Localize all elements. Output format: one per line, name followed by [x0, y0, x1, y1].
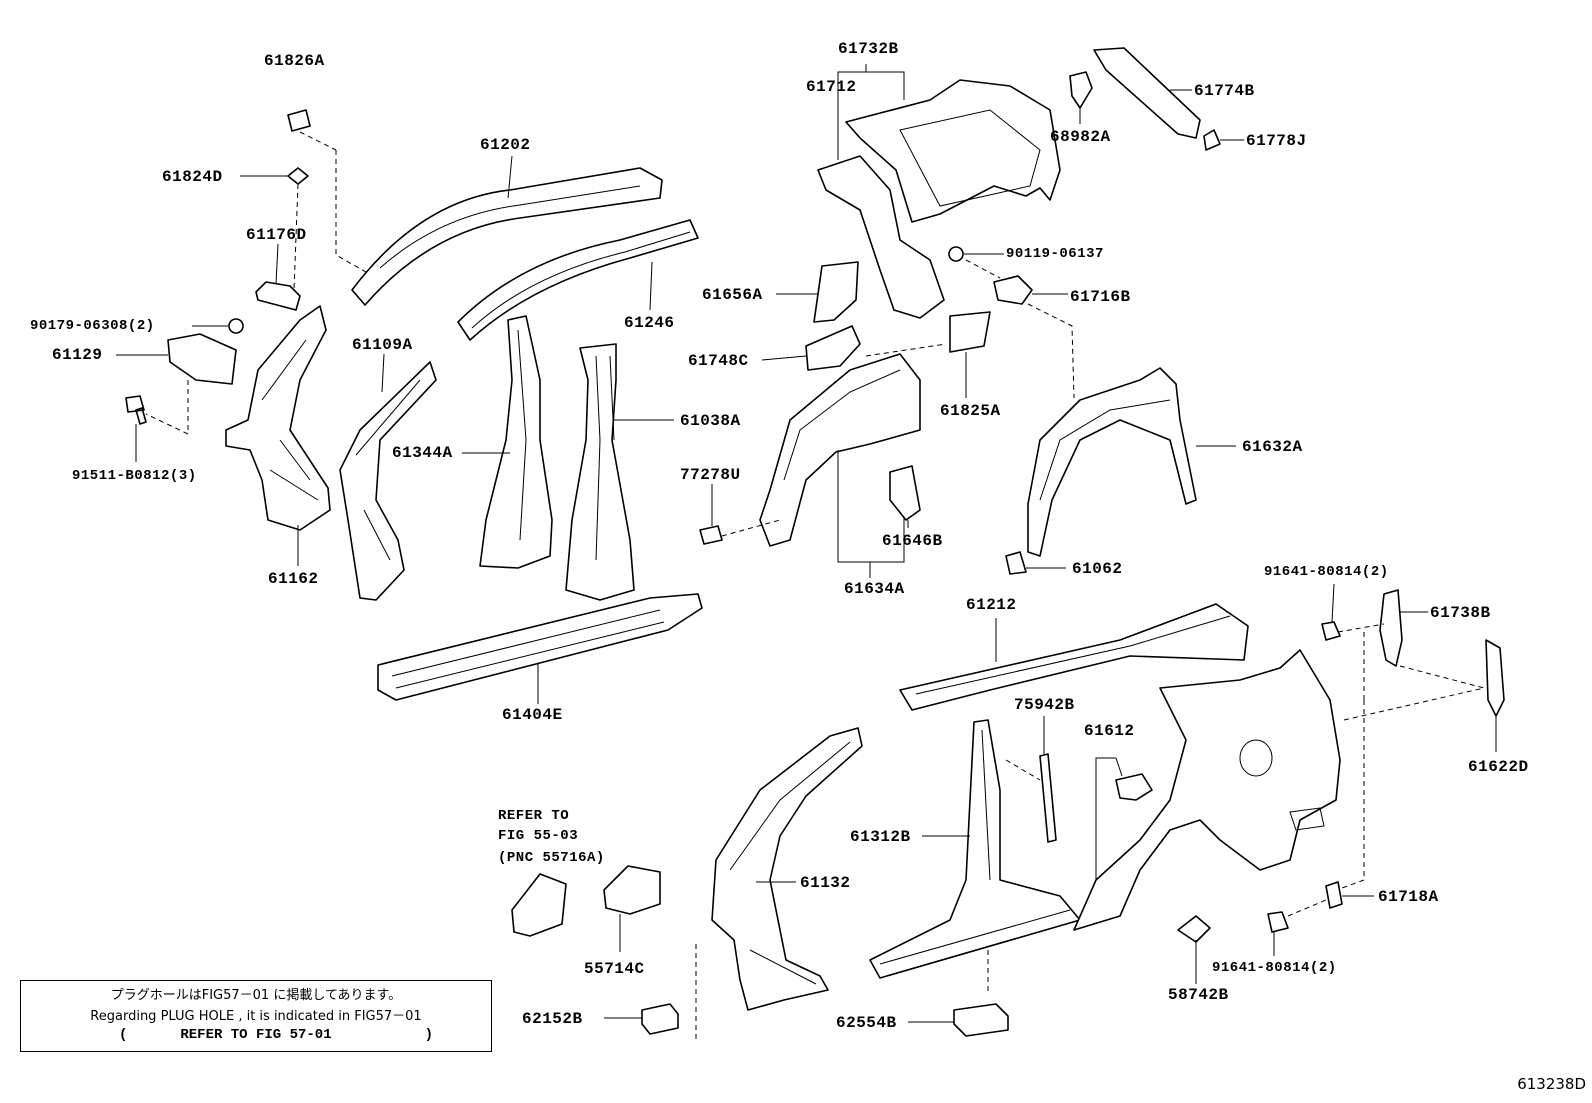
part-61202	[351, 167, 663, 306]
label-90179-06308: 90179-06308(2)	[30, 318, 155, 334]
label-75942B: 75942B	[1014, 696, 1075, 714]
label-62554B: 62554B	[836, 1014, 897, 1032]
part-quarter-panel	[1073, 649, 1341, 931]
part-61718A	[1325, 881, 1343, 909]
label-61646B: 61646B	[882, 532, 943, 550]
part-61312B	[869, 719, 1081, 979]
part-61774B	[1093, 47, 1201, 139]
part-61646B	[889, 465, 921, 521]
part-61109A	[339, 361, 437, 601]
part-61632A	[1027, 367, 1197, 557]
label-91641-80814-top: 91641-80814(2)	[1264, 564, 1389, 580]
label-61824D: 61824D	[162, 168, 223, 186]
part-90119-06137	[948, 246, 964, 262]
refer-note-line3: (PNC 55716A)	[498, 850, 605, 866]
part-61778J	[1203, 129, 1221, 151]
label-61038A: 61038A	[680, 412, 741, 430]
label-68982A: 68982A	[1050, 128, 1111, 146]
part-61826A	[287, 109, 311, 132]
part-77278U	[699, 525, 723, 545]
label-61622D: 61622D	[1468, 758, 1529, 776]
label-61212: 61212	[966, 596, 1017, 614]
label-61202: 61202	[480, 136, 531, 154]
label-61748C: 61748C	[688, 352, 749, 370]
part-61622D	[1485, 639, 1505, 717]
label-61738B: 61738B	[1430, 604, 1491, 622]
part-61132	[711, 727, 863, 1011]
figure-code: 613238D	[1517, 1075, 1586, 1093]
part-61062	[1005, 551, 1027, 575]
label-61404E: 61404E	[502, 706, 563, 724]
label-61825A: 61825A	[940, 402, 1001, 420]
refer-note-line1: REFER TO	[498, 808, 570, 824]
label-61612: 61612	[1084, 722, 1135, 740]
part-58742B	[1177, 915, 1211, 943]
label-61716B: 61716B	[1070, 288, 1131, 306]
part-61634A	[759, 353, 921, 547]
part-61038A	[565, 343, 635, 601]
part-55716A	[511, 873, 567, 937]
part-61825A	[949, 311, 991, 353]
part-61129	[167, 333, 237, 385]
refer-note-line2: FIG 55-03	[498, 828, 579, 844]
refer-text: REFER TO FIG 57-01	[180, 1027, 332, 1043]
part-61344A	[479, 315, 553, 569]
label-61062: 61062	[1072, 560, 1123, 578]
part-61246	[457, 219, 699, 341]
label-61774B: 61774B	[1194, 82, 1255, 100]
part-61404E	[377, 593, 703, 701]
part-61738B	[1379, 589, 1403, 667]
part-55714C	[603, 865, 661, 915]
label-61312B: 61312B	[850, 828, 911, 846]
label-90119-06137: 90119-06137	[1006, 246, 1104, 262]
label-61129: 61129	[52, 346, 103, 364]
label-61246: 61246	[624, 314, 675, 332]
label-61132: 61132	[800, 874, 851, 892]
part-61176D	[255, 281, 301, 311]
label-61632A: 61632A	[1242, 438, 1303, 456]
label-61656A: 61656A	[702, 286, 763, 304]
plug-hole-note-refer: ( REFER TO FIG 57-01 )	[21, 1027, 491, 1043]
part-91641-80814-bottom	[1267, 911, 1289, 933]
label-61718A: 61718A	[1378, 888, 1439, 906]
part-61712	[817, 155, 945, 319]
part-61732B	[845, 79, 1061, 223]
part-61656A	[813, 261, 859, 323]
label-91641-80814-bottom: 91641-80814(2)	[1212, 960, 1337, 976]
part-61162	[225, 305, 331, 531]
label-61778J: 61778J	[1246, 132, 1307, 150]
label-77278U: 77278U	[680, 466, 741, 484]
part-61824D	[287, 167, 309, 185]
part-61212	[899, 603, 1249, 711]
refer-open-paren: (	[119, 1027, 128, 1043]
label-91511-B0812: 91511-B0812(3)	[72, 468, 197, 484]
label-61162: 61162	[268, 570, 319, 588]
part-75942B	[1039, 753, 1057, 843]
label-61176D: 61176D	[246, 226, 307, 244]
part-91511-B0812	[125, 395, 147, 425]
label-61826A: 61826A	[264, 52, 325, 70]
refer-close-paren: )	[424, 1027, 433, 1043]
plug-hole-note: プラグホールはFIG57－01 に掲載してあります。 Regarding PLU…	[20, 980, 492, 1052]
label-62152B: 62152B	[522, 1010, 583, 1028]
label-61634A: 61634A	[844, 580, 905, 598]
plug-hole-note-japanese: プラグホールはFIG57－01 に掲載してあります。	[110, 988, 402, 1003]
part-61612	[1115, 773, 1153, 801]
part-61716B	[993, 275, 1033, 305]
label-61109A: 61109A	[352, 336, 413, 354]
part-68982A	[1069, 71, 1093, 109]
label-58742B: 58742B	[1168, 986, 1229, 1004]
part-62554B	[953, 1003, 1009, 1037]
label-61344A: 61344A	[392, 444, 453, 462]
part-62152B	[641, 1003, 679, 1035]
plug-hole-note-english: Regarding PLUG HOLE , it is indicated in…	[90, 1009, 422, 1024]
part-90179-06308	[228, 318, 244, 334]
label-55714C: 55714C	[584, 960, 645, 978]
label-61712: 61712	[806, 78, 857, 96]
part-61748C	[805, 325, 861, 371]
label-61732B: 61732B	[838, 40, 899, 58]
part-91641-80814-top	[1321, 621, 1341, 641]
